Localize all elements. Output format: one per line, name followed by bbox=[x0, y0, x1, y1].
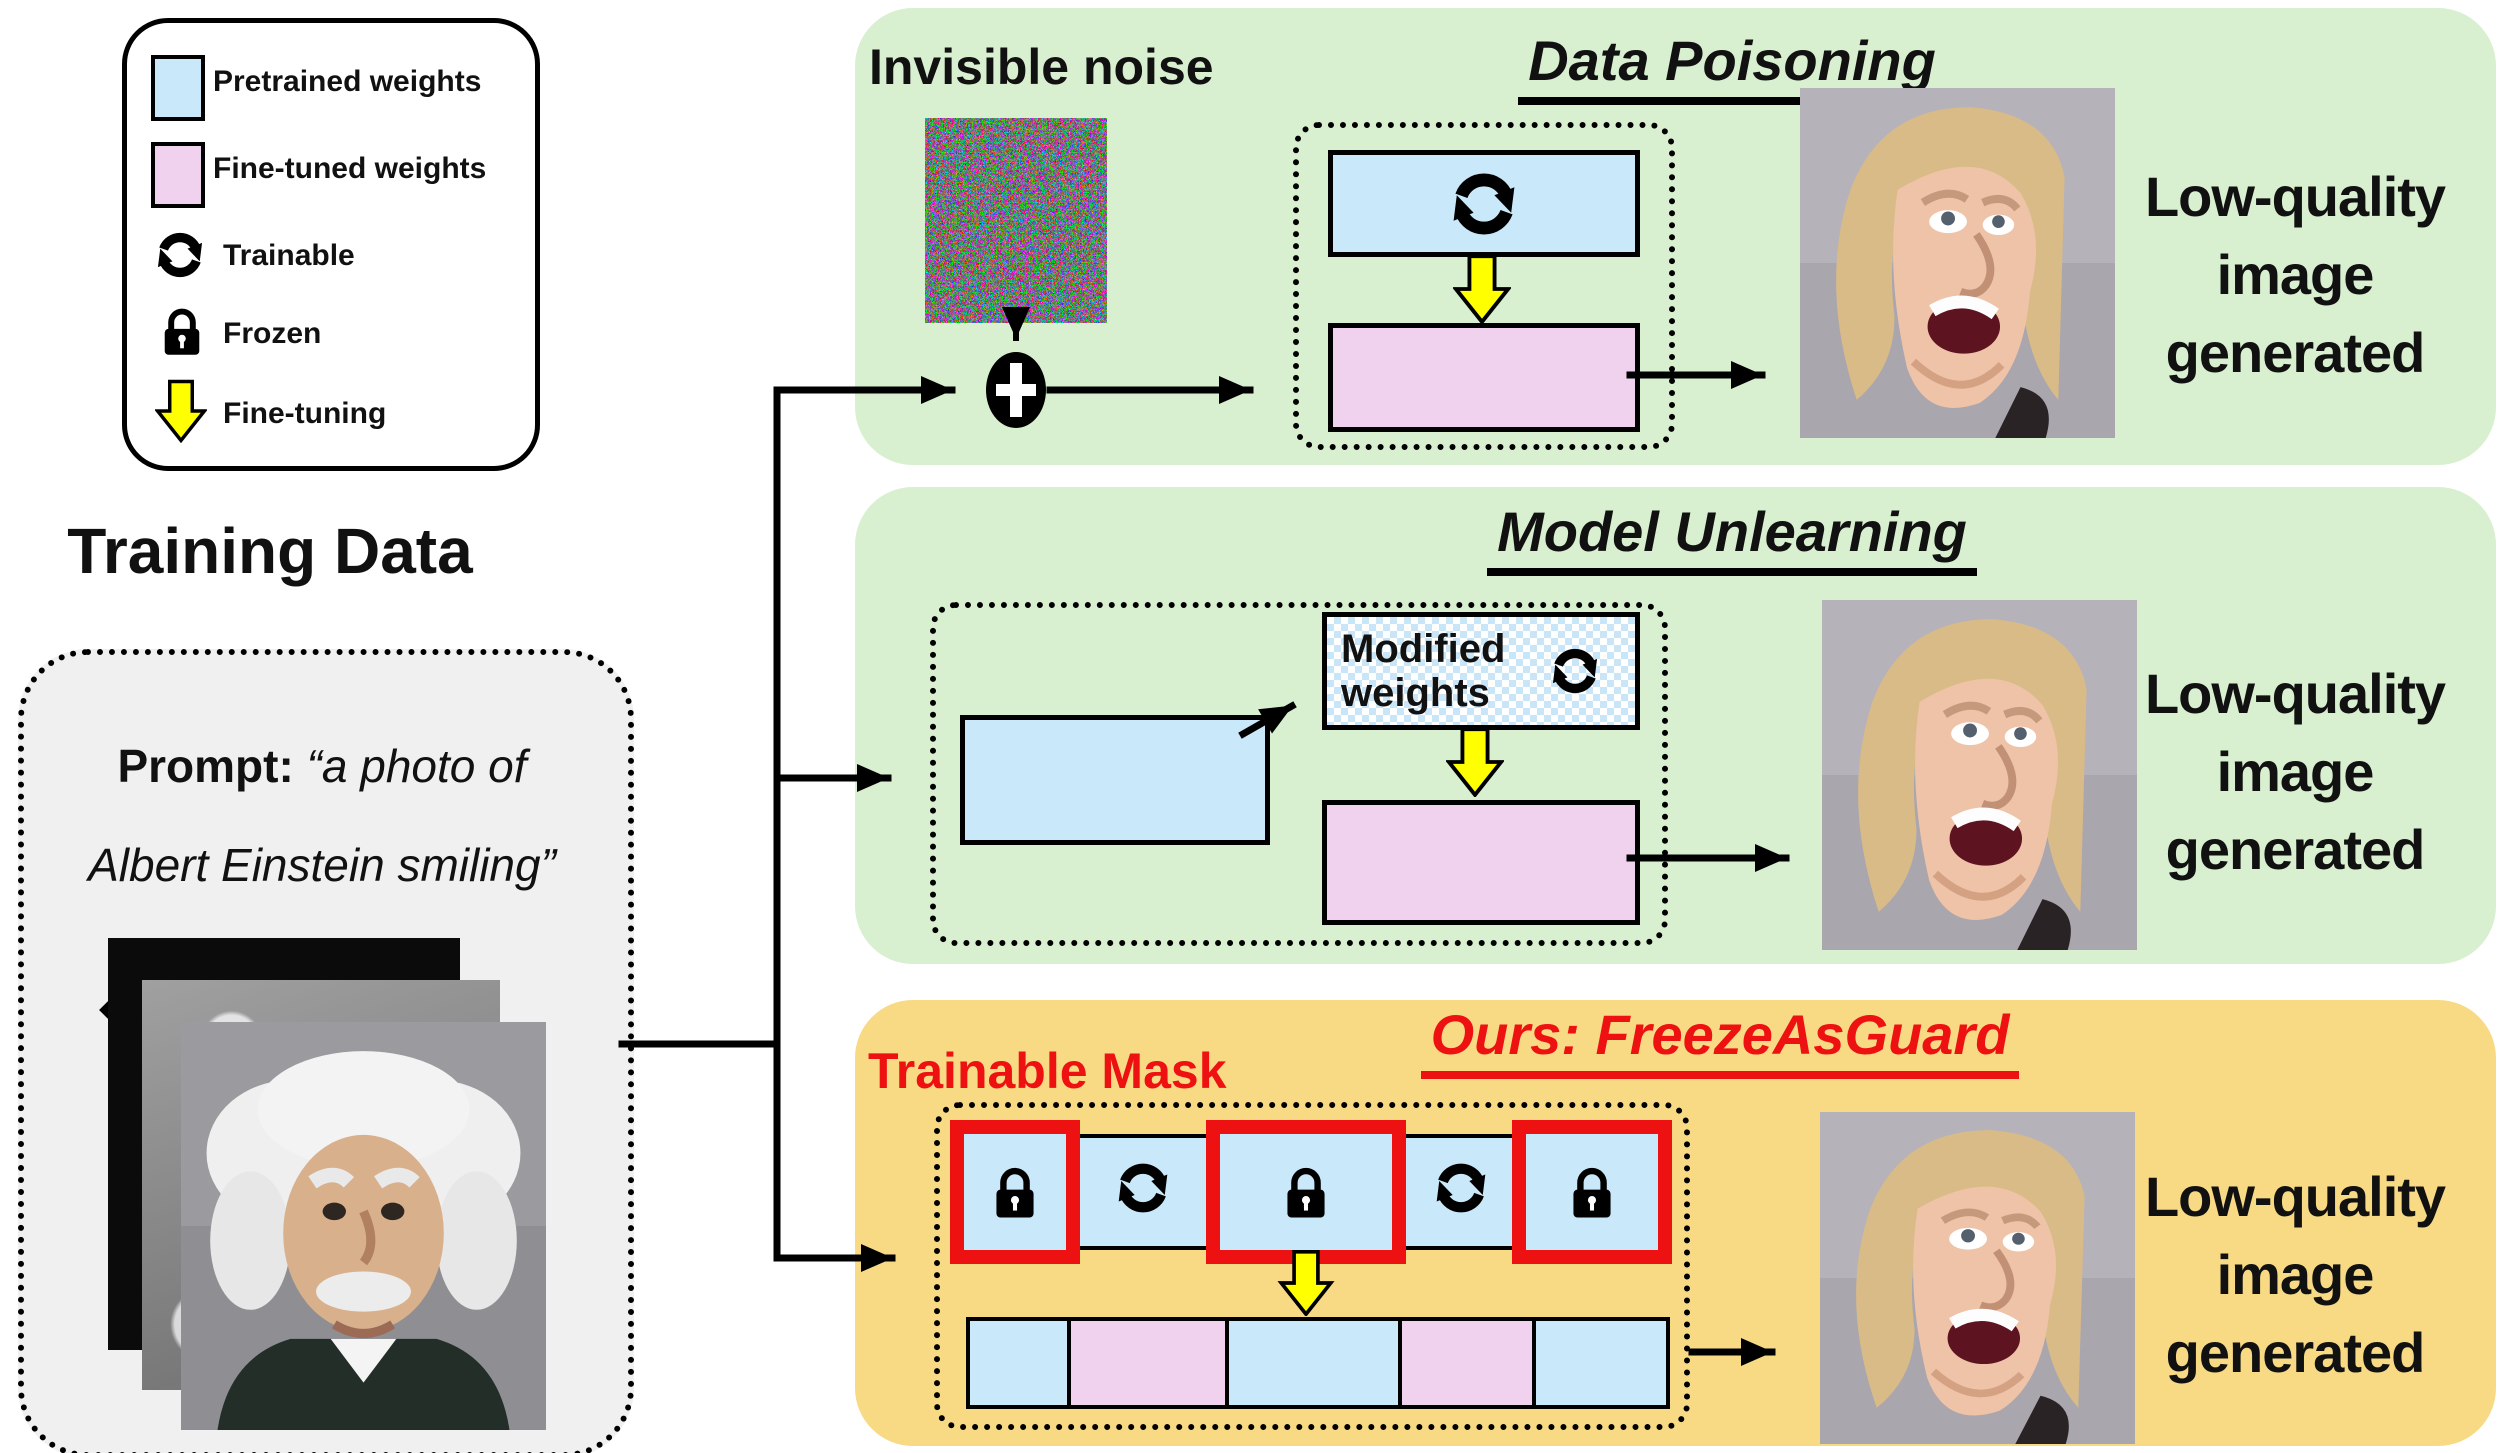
generated-face-image bbox=[1822, 600, 2137, 955]
finetuning-arrow-icon bbox=[1446, 727, 1504, 797]
frozen-lock-icon bbox=[1563, 1161, 1621, 1223]
modified-weights-label: Modified weights bbox=[1341, 627, 1506, 715]
trainable-sync-icon bbox=[1111, 1156, 1175, 1220]
frozen-lock-icon bbox=[155, 299, 209, 363]
frozen-lock-icon bbox=[1277, 1161, 1335, 1223]
finetuned-swatch bbox=[151, 142, 205, 208]
prompt-text: Prompt: “a photo of Albert Einstein smil… bbox=[54, 717, 590, 915]
finetuning-arrow-icon bbox=[1277, 1250, 1335, 1316]
data-poisoning-panel: Data Poisoning Invisible noise Low-quali… bbox=[855, 8, 2496, 465]
pretrained-cell bbox=[1532, 1321, 1666, 1405]
legend-box: Pretrained weights Fine-tuned weights Tr… bbox=[122, 18, 540, 471]
training-data-title: Training Data bbox=[67, 515, 473, 587]
model-unlearning-title: Model Unlearning bbox=[1432, 499, 2032, 576]
result-text: Low-quality image generated bbox=[2144, 165, 2446, 384]
generated-face-image bbox=[1820, 1112, 2135, 1449]
generated-face-image bbox=[1800, 88, 2115, 443]
pretrained-swatch bbox=[151, 55, 205, 121]
trainable-sync-icon bbox=[1429, 1156, 1493, 1220]
pretrained-weights-block bbox=[960, 715, 1270, 845]
frozen-mask-cell bbox=[1206, 1120, 1406, 1264]
pretrained-cell bbox=[970, 1321, 1068, 1405]
trainable-sync-icon bbox=[1546, 642, 1604, 700]
freezeasguard-panel: Ours: FreezeAsGuard Trainable Mask bbox=[855, 1000, 2496, 1446]
trainable-sync-icon bbox=[151, 226, 209, 284]
result-text: Low-quality image generated bbox=[2144, 1165, 2446, 1384]
finetuned-cell bbox=[1067, 1321, 1225, 1405]
data-poisoning-title: Data Poisoning bbox=[1432, 28, 2032, 105]
einstein-photo bbox=[181, 1022, 546, 1430]
finetuned-weights-block bbox=[1322, 800, 1640, 925]
model-unlearning-panel: Model Unlearning Modified weights Low-qu… bbox=[855, 487, 2496, 964]
legend-frozen-label: Frozen bbox=[223, 317, 322, 350]
legend-trainable-label: Trainable bbox=[223, 239, 355, 272]
prompt-label: Prompt: bbox=[117, 740, 294, 792]
frozen-lock-icon bbox=[986, 1161, 1044, 1223]
invisible-noise-image bbox=[925, 118, 1107, 323]
legend-pretrained-label: Pretrained weights bbox=[213, 65, 482, 98]
result-text: Low-quality image generated bbox=[2144, 662, 2446, 881]
frozen-mask-cell bbox=[1512, 1120, 1672, 1264]
trainable-sync-icon bbox=[1444, 164, 1524, 244]
frozen-mask-cell bbox=[950, 1120, 1080, 1264]
modified-weights-block: Modified weights bbox=[1322, 612, 1640, 730]
mixed-weights-row bbox=[966, 1317, 1670, 1409]
freezeasguard-title: Ours: FreezeAsGuard bbox=[1420, 1002, 2020, 1079]
legend-finetuning-label: Fine-tuning bbox=[223, 397, 387, 430]
legend-finetuned-label: Fine-tuned weights bbox=[213, 152, 487, 185]
finetuning-arrow-icon bbox=[1453, 254, 1511, 324]
pretrained-cell bbox=[1224, 1321, 1399, 1405]
finetuning-arrow-icon bbox=[155, 379, 207, 443]
masked-model-box bbox=[934, 1102, 1690, 1430]
prompt-value: “a photo of Albert Einstein smiling” bbox=[88, 740, 556, 891]
pretrained-weights-block bbox=[1328, 150, 1640, 257]
finetuned-weights-block bbox=[1328, 323, 1640, 432]
finetuned-cell bbox=[1398, 1321, 1533, 1405]
poisoned-model-box bbox=[1293, 122, 1675, 450]
invisible-noise-label: Invisible noise bbox=[869, 39, 1214, 95]
unlearned-model-box bbox=[930, 602, 1668, 946]
trainable-mask-label: Trainable Mask bbox=[868, 1043, 1227, 1099]
add-noise-plus-icon bbox=[986, 352, 1046, 428]
